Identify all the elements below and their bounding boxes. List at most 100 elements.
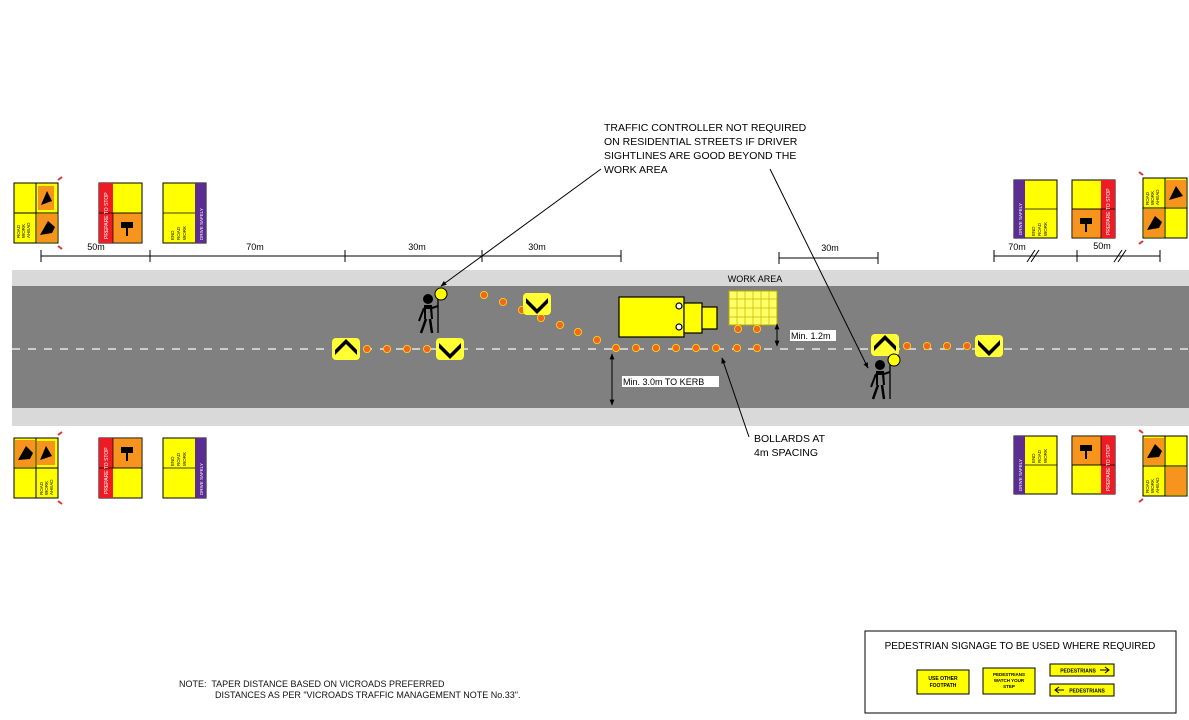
svg-text:DRIVE SAFELY: DRIVE SAFELY	[199, 463, 204, 495]
svg-text:PREPARE TO STOP: PREPARE TO STOP	[104, 192, 110, 239]
svg-text:WATCH YOUR: WATCH YOUR	[994, 678, 1025, 683]
bollard	[632, 343, 641, 352]
callout-leaders	[440, 168, 869, 438]
dimension-labels: 50m 70m 30m 30m 30m 70m 50m	[87, 241, 1111, 253]
bollards	[362, 290, 972, 353]
sign-road-work-ahead-nw: ROAD WORK AHEAD	[13, 176, 63, 250]
bollard	[753, 324, 762, 333]
bollard	[537, 313, 546, 322]
road	[12, 270, 1189, 426]
dim-30m-mid: 30m	[528, 242, 546, 252]
sign-prepare-to-stop-se: PREPARE TO STOP	[1071, 435, 1116, 495]
bollard	[652, 343, 661, 352]
sign-end-road-work-ne: END ROAD WORK DRIVE SAFELY	[1013, 179, 1058, 239]
svg-text:ROAD: ROAD	[176, 452, 181, 466]
svg-text:FOOTPATH: FOOTPATH	[930, 683, 957, 689]
svg-text:BOLLARDS AT: BOLLARDS AT	[754, 433, 826, 445]
bollard	[753, 343, 762, 352]
bollard	[692, 343, 701, 352]
svg-text:WORK AREA: WORK AREA	[604, 164, 668, 176]
svg-text:WORK: WORK	[182, 452, 187, 466]
sign-end-road-work-se: END ROAD WORK DRIVE SAFELY	[1013, 435, 1058, 495]
svg-text:AHEAD: AHEAD	[1155, 189, 1160, 205]
chevron-down-icon	[436, 338, 464, 360]
sign-text: ROAD WORK AHEAD	[16, 222, 31, 238]
bollard	[923, 341, 932, 350]
dim-70m-left: 70m	[246, 242, 264, 252]
svg-text:END: END	[170, 456, 175, 466]
bollard	[362, 344, 371, 353]
traffic-controller-left	[418, 287, 448, 334]
pedestrian-signage-box: PEDESTRIAN SIGNAGE TO BE USED WHERE REQU…	[864, 630, 1177, 714]
dim-30m-left: 30m	[408, 242, 426, 252]
chevron-down-icon	[523, 293, 551, 315]
sign-road-work-ahead-se: ROAD WORK AHEAD	[1138, 429, 1188, 503]
arrow-left-icon	[1054, 686, 1064, 694]
sign-prepare-to-stop-nw: PREPARE TO STOP	[98, 182, 143, 244]
sign-prepare-to-stop-ne: PREPARE TO STOP	[1071, 179, 1116, 239]
min-clearance-label: Min. 1.2m	[791, 331, 831, 341]
svg-text:ROAD: ROAD	[1037, 222, 1042, 236]
bollard	[574, 327, 583, 336]
bollard	[612, 343, 621, 352]
ped-signage-title: PEDESTRIAN SIGNAGE TO BE USED WHERE REQU…	[885, 641, 1156, 652]
bollards-callout: BOLLARDS AT 4m SPACING	[754, 433, 826, 459]
bollard	[593, 335, 602, 344]
kerb-distance-label: Min. 3.0m TO KERB	[623, 377, 704, 387]
sign-end-road-work-sw: END ROAD WORK DRIVE SAFELY	[162, 437, 207, 499]
bollard	[733, 343, 742, 352]
arrow-board-icon	[728, 290, 778, 326]
svg-text:ROAD: ROAD	[16, 224, 21, 238]
bollard	[672, 343, 681, 352]
svg-text:DRIVE SAFELY: DRIVE SAFELY	[1018, 459, 1023, 491]
sign-prepare-to-stop-sw: PREPARE TO STOP	[98, 437, 143, 499]
svg-text:ROAD: ROAD	[39, 481, 44, 495]
svg-text:WORK: WORK	[44, 481, 49, 495]
svg-text:ROAD: ROAD	[1037, 449, 1042, 463]
svg-text:WORK: WORK	[21, 224, 26, 238]
svg-text:WORK: WORK	[1043, 222, 1048, 236]
svg-text:ROAD: ROAD	[176, 226, 181, 240]
svg-text:END: END	[1031, 453, 1036, 463]
svg-text:SIGHTLINES ARE GOOD BEYOND THE: SIGHTLINES ARE GOOD BEYOND THE	[604, 150, 796, 162]
note-line-1: NOTE: TAPER DISTANCE BASED ON VICROADS P…	[179, 679, 445, 689]
bollard	[402, 344, 411, 353]
bollard	[734, 324, 743, 333]
svg-text:PEDESTRIANS: PEDESTRIANS	[1069, 689, 1105, 695]
svg-text:AHEAD: AHEAD	[49, 479, 54, 495]
svg-text:ROAD: ROAD	[1145, 479, 1150, 493]
traffic-controller-right	[870, 353, 901, 400]
dim-70m-right: 70m	[1008, 242, 1026, 252]
taper-distance-note: NOTE: TAPER DISTANCE BASED ON VICROADS P…	[179, 679, 520, 701]
svg-text:USE OTHER: USE OTHER	[928, 676, 958, 682]
svg-text:PREPARE TO STOP: PREPARE TO STOP	[104, 447, 110, 494]
svg-text:END: END	[170, 230, 175, 240]
bollard	[712, 343, 721, 352]
dim-30m-right: 30m	[821, 243, 839, 253]
bollard	[479, 290, 488, 299]
svg-text:PEDESTRIANS: PEDESTRIANS	[993, 672, 1025, 677]
arrow-right-icon	[1100, 666, 1110, 674]
work-area-label: WORK AREA	[728, 274, 783, 284]
bollard	[422, 344, 431, 353]
bollard	[556, 320, 565, 329]
svg-text:DRIVE SAFELY: DRIVE SAFELY	[1018, 203, 1023, 235]
svg-text:WORK: WORK	[1150, 191, 1155, 205]
svg-text:4m SPACING: 4m SPACING	[754, 447, 818, 459]
clearance-dimension	[609, 323, 780, 406]
sign-road-work-ahead-ne: ROAD WORK AHEAD	[1138, 171, 1188, 245]
dimension-lines	[40, 249, 1161, 264]
svg-text:AHEAD: AHEAD	[26, 222, 31, 238]
north-shoulder	[12, 270, 1189, 286]
svg-text:TRAFFIC CONTROLLER NOT REQUIRE: TRAFFIC CONTROLLER NOT REQUIRED	[604, 122, 807, 134]
sign-end-road-work-nw: END ROAD WORK DRIVE SAFELY	[162, 182, 207, 244]
svg-text:STEP: STEP	[1003, 684, 1015, 689]
svg-text:WORK: WORK	[182, 226, 187, 240]
sign-pedestrians-right: PEDESTRIANS	[1049, 663, 1115, 677]
traffic-controller-callout: TRAFFIC CONTROLLER NOT REQUIRED ON RESID…	[604, 122, 807, 176]
chevrons	[332, 293, 1003, 360]
svg-text:END: END	[1031, 226, 1036, 236]
chevron-up-icon	[332, 338, 360, 360]
carriageway	[12, 286, 1189, 408]
